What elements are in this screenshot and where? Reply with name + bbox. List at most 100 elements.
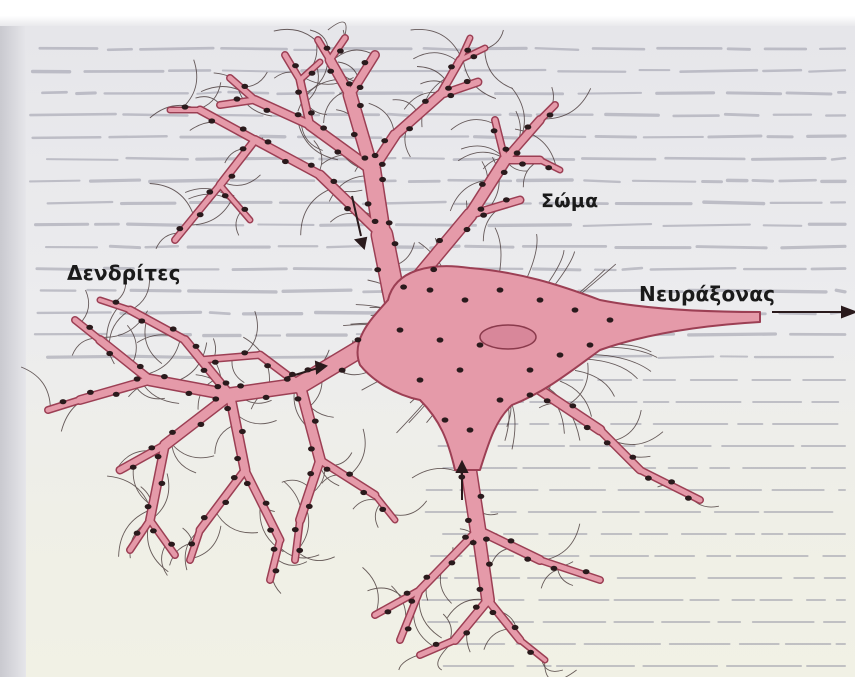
synapse-dot [244, 481, 251, 486]
synapse-dot [408, 599, 415, 604]
faded-word [48, 202, 113, 203]
fiber [180, 60, 197, 110]
synapse-dot [433, 642, 440, 647]
synapse-dot [462, 297, 469, 302]
synapse-dot [479, 182, 486, 187]
synapse-dot [267, 528, 274, 533]
fiber [301, 188, 334, 235]
synapse-dot [201, 515, 208, 520]
synapse-dot [324, 467, 331, 472]
fiber [463, 54, 496, 99]
synapse-dot [263, 395, 270, 400]
dendrite-branch-fill [175, 185, 220, 240]
faded-word [659, 357, 714, 358]
synapse-dot [462, 535, 469, 540]
faded-word [30, 114, 115, 115]
faded-word [294, 269, 371, 270]
faded-word [725, 114, 758, 115]
synapse-dot [527, 392, 534, 397]
faded-word [836, 290, 845, 292]
synapse-dot [355, 337, 362, 342]
faded-word [123, 114, 187, 115]
fiber [545, 660, 577, 677]
synapse-dot [308, 446, 315, 451]
synapse-dot [392, 241, 399, 246]
faded-word [752, 158, 825, 159]
synapse-dot [60, 399, 67, 404]
faded-word [753, 180, 773, 181]
synapse-dot [222, 500, 229, 505]
synapse-dot [86, 325, 93, 330]
synapse-dot [477, 587, 484, 592]
synapse-dot [241, 207, 248, 212]
synapse-dot [295, 396, 302, 401]
synapse-dot [360, 490, 367, 495]
faded-word [782, 246, 845, 247]
fiber [419, 590, 442, 638]
faded-word [329, 181, 395, 182]
synapse-dot [668, 479, 675, 484]
dendrites-label: Δενδρίτες [67, 261, 181, 285]
synapse-dot [295, 90, 302, 95]
synapse-dot [309, 71, 316, 76]
synapse-dot [351, 132, 358, 137]
faded-word [579, 290, 643, 291]
synapse-dot [478, 207, 485, 212]
faded-word [584, 180, 619, 181]
synapse-dot [551, 566, 558, 571]
synapse-dot [161, 374, 168, 379]
fiber [484, 629, 511, 650]
synapse-dot [365, 201, 372, 206]
synapse-dot [569, 403, 576, 408]
fiber [451, 120, 496, 130]
synapse-dot [404, 591, 411, 596]
neuron-cell [48, 38, 760, 660]
synapse-dot [327, 69, 334, 74]
synapse-dot [437, 337, 444, 342]
synapse-dot [464, 227, 471, 232]
synapse-dot [465, 518, 472, 523]
synapse-dot [385, 609, 392, 614]
synapse-dot [397, 327, 404, 332]
faded-word [127, 158, 188, 159]
synapse-dot [477, 342, 484, 347]
synapse-dot [223, 380, 230, 385]
synapse-dot [587, 342, 594, 347]
faded-word [327, 246, 364, 247]
synapse-dot [483, 537, 490, 542]
synapse-dot [212, 360, 219, 365]
synapse-dot [583, 569, 590, 574]
fiber [485, 48, 513, 89]
synapse-dot [312, 419, 319, 424]
synapse-dot [473, 605, 480, 610]
synapse-dot [386, 220, 393, 225]
faded-word [128, 224, 182, 225]
faded-word [128, 356, 197, 357]
faded-word [466, 246, 513, 247]
faded-word [30, 181, 80, 182]
synapse-dot [449, 560, 456, 565]
fiber [150, 184, 194, 217]
synapse-dot [503, 147, 510, 152]
fiber [368, 588, 405, 599]
nucleus [480, 325, 536, 349]
synapse-dot [169, 430, 176, 435]
dendrite-branch-fill [505, 120, 540, 160]
synapse-dot [512, 625, 519, 630]
synapse-dot [447, 93, 454, 98]
synapse-dot [159, 481, 166, 486]
synapse-dot [330, 179, 337, 184]
faded-word [210, 313, 229, 314]
faded-word [419, 114, 500, 115]
synapse-dot [372, 219, 379, 224]
synapse-dot [357, 103, 364, 108]
faded-word [812, 268, 845, 269]
synapse-dot [427, 287, 434, 292]
synapse-dot [150, 528, 157, 533]
fiber [215, 510, 258, 533]
dendrite-branch-fill [100, 340, 150, 380]
fiber [369, 103, 395, 135]
synapse-dot [436, 238, 443, 243]
faded-word [449, 180, 511, 181]
synapse-dot [557, 352, 564, 357]
